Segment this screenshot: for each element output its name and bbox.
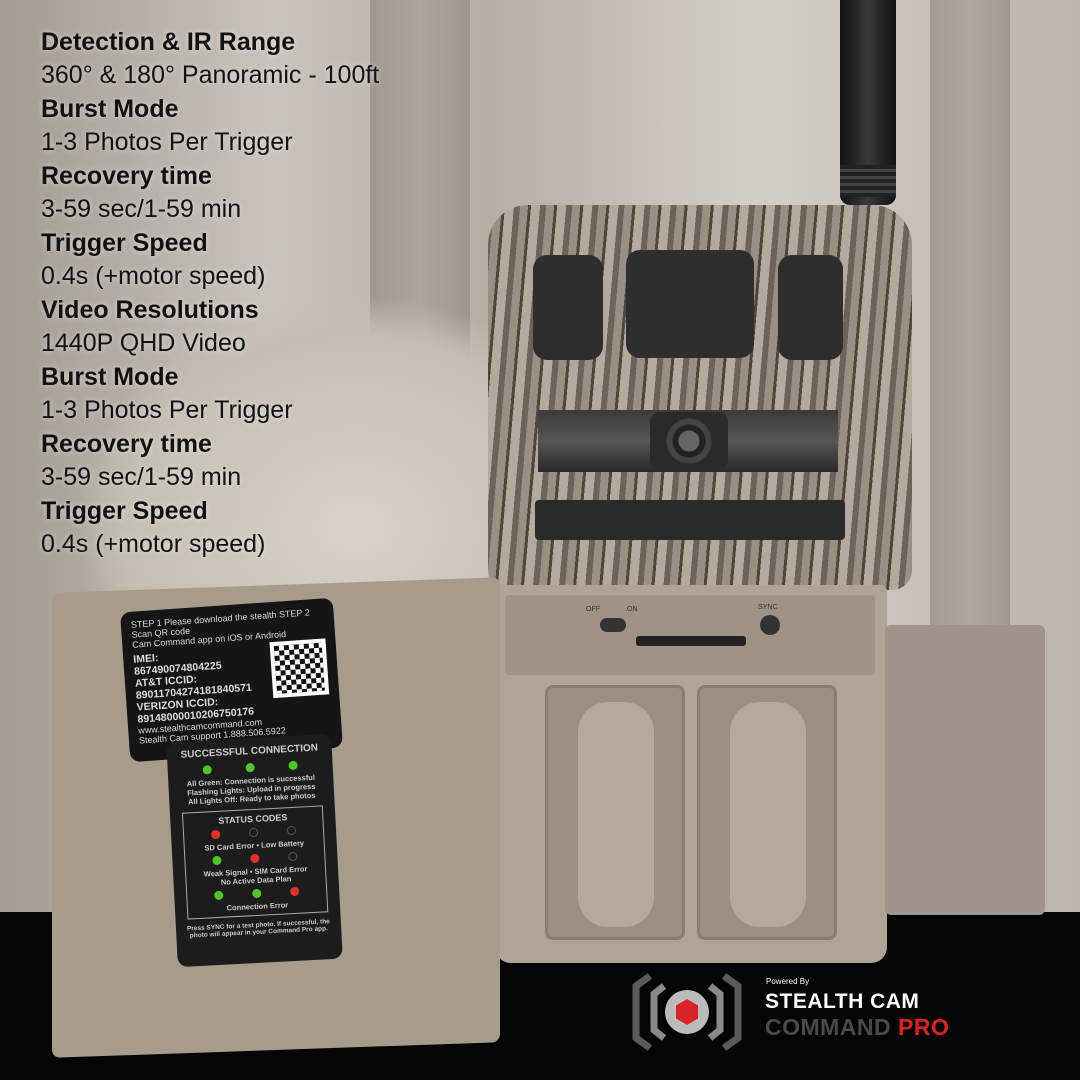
lower-band	[535, 500, 845, 540]
spec-heading: Video Resolutions	[41, 296, 259, 324]
off-label: OFF	[586, 606, 600, 613]
ir-window	[533, 255, 603, 360]
spec-value: 0.4s (+motor speed)	[41, 262, 266, 290]
brand-command: COMMAND	[765, 1014, 892, 1040]
brand-line1: STEALTH CAM	[765, 990, 920, 1013]
battery-tray[interactable]	[545, 685, 685, 940]
status-label: SUCCESSFUL CONNECTION All Green: Connect…	[166, 733, 343, 968]
spec-value: 360° & 180° Panoramic - 100ft	[41, 61, 380, 89]
spec-heading: Recovery time	[41, 162, 212, 190]
status-text: Connection Error	[226, 900, 289, 913]
battery-tray[interactable]	[697, 685, 837, 940]
ir-window	[778, 255, 843, 360]
status-text: Press SYNC for a test photo. If successf…	[186, 918, 331, 940]
spec-heading: Burst Mode	[41, 95, 179, 123]
battery-grip	[578, 702, 654, 927]
on-label: ON	[627, 606, 638, 613]
antenna	[840, 0, 896, 205]
spec-value: 3-59 sec/1-59 min	[41, 463, 242, 491]
spec-heading: Recovery time	[41, 430, 212, 458]
spec-value: 1-3 Photos Per Trigger	[41, 128, 293, 156]
sync-button[interactable]	[760, 615, 780, 635]
qr-code	[269, 638, 330, 699]
spec-heading: Detection & IR Range	[41, 28, 296, 56]
power-switch[interactable]	[600, 618, 626, 632]
spec-value: 1440P QHD Video	[41, 329, 246, 357]
right-door	[885, 625, 1045, 915]
spec-heading: Trigger Speed	[41, 229, 208, 257]
spec-heading: Burst Mode	[41, 363, 179, 391]
status-title: SUCCESSFUL CONNECTION	[180, 742, 319, 761]
spec-value: 0.4s (+motor speed)	[41, 530, 266, 558]
camera-lens	[650, 412, 728, 470]
command-pro-logo	[632, 973, 742, 1051]
sd-card-slot[interactable]	[636, 636, 746, 646]
battery-grip	[730, 702, 806, 927]
sync-label: SYNC	[758, 604, 778, 611]
spec-value: 1-3 Photos Per Trigger	[41, 396, 293, 424]
spec-value: 3-59 sec/1-59 min	[41, 195, 242, 223]
control-panel	[505, 595, 875, 675]
ir-window	[626, 250, 754, 358]
spec-heading: Trigger Speed	[41, 497, 208, 525]
brand-pro: PRO	[898, 1014, 950, 1040]
brand-line2: COMMAND PRO	[765, 1014, 949, 1041]
spec-list: Detection & IR Range 360° & 180° Panorami…	[41, 26, 379, 562]
powered-by: Powered By	[766, 977, 810, 986]
